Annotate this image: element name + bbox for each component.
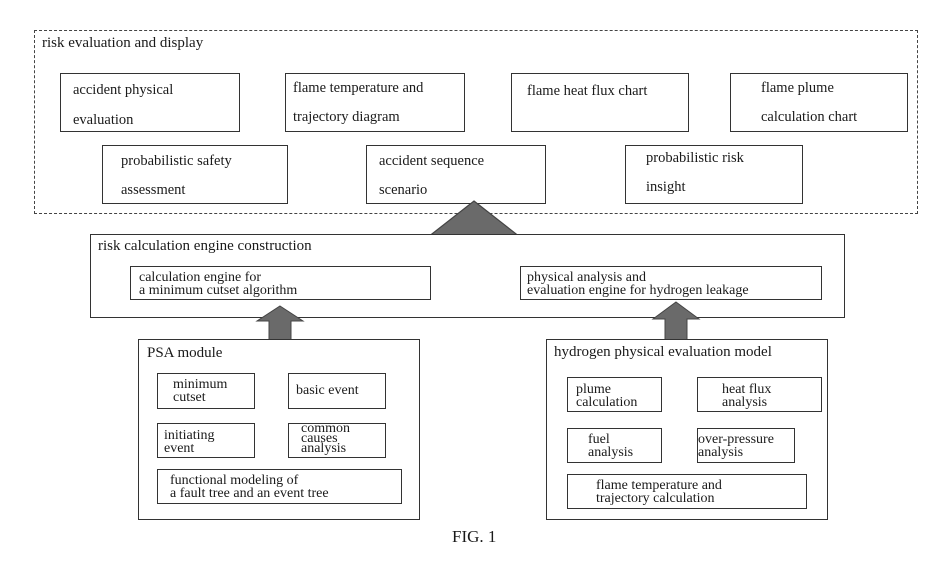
box-label-line1: probabilistic risk [646,146,744,171]
accident-sequence-scenario-box: accident sequence scenario [366,145,546,204]
risk-calculation-engine-title: risk calculation engine construction [98,238,312,255]
hydrogen-leakage-engine-box: physical analysis and evaluation engine … [520,266,822,300]
probabilistic-safety-assessment-box: probabilistic safety assessment [102,145,288,204]
box-label-line1: flame plume [761,76,834,101]
box-label-line2: event [164,442,194,455]
box-label-line2: trajectory diagram [293,105,400,130]
common-causes-analysis-box: common causes analysis [288,423,386,458]
up-arrow-right-icon [651,301,701,341]
box-label-line2: a fault tree and an event tree [170,487,329,500]
up-arrow-left-icon [255,305,305,341]
box-label-line3: analysis [301,444,346,454]
flame-temperature-trajectory-calculation-box: flame temperature and trajectory calcula… [567,474,807,509]
initiating-event-box: initiating event [157,423,255,458]
basic-event-box: basic event [288,373,386,409]
over-pressure-analysis-box: over-pressure analysis [697,428,795,463]
psa-module-title: PSA module [147,345,222,362]
box-label-line1: flame temperature and [293,76,423,101]
fault-tree-event-tree-box: functional modeling of a fault tree and … [157,469,402,504]
box-label-line2: calculation chart [761,105,857,130]
box-label-line1: basic event [296,384,359,397]
box-label-line2: scenario [379,178,427,203]
box-label-line2: evaluation [73,108,133,133]
minimum-cutset-box: minimum cutset [157,373,255,409]
flame-plume-calculation-chart-box: flame plume calculation chart [730,73,908,132]
box-label-line2: analysis [698,446,743,459]
box-label-line2: cutset [173,391,206,404]
box-label-line2: trajectory calculation [596,492,715,505]
box-label-line2: a minimum cutset algorithm [139,284,297,297]
box-label-line2: assessment [121,178,185,203]
accident-physical-evaluation-box: accident physical evaluation [60,73,240,132]
figure-caption: FIG. 1 [452,527,496,547]
box-label-line1: flame heat flux chart [527,79,647,104]
box-label-line2: analysis [722,396,767,409]
risk-evaluation-display-title: risk evaluation and display [42,35,203,52]
minimum-cutset-engine-box: calculation engine for a minimum cutset … [130,266,431,300]
box-label-line2: calculation [576,396,637,409]
hydrogen-physical-evaluation-title: hydrogen physical evaluation model [554,344,772,361]
heat-flux-analysis-box: heat flux analysis [697,377,822,412]
box-label-line1: accident sequence [379,149,484,174]
box-label-line2: insight [646,175,685,200]
fuel-analysis-box: fuel analysis [567,428,662,463]
box-label-line1: probabilistic safety [121,149,232,174]
box-label-line2: evaluation engine for hydrogen leakage [527,284,749,297]
flame-heat-flux-chart-box: flame heat flux chart [511,73,689,132]
probabilistic-risk-insight-box: probabilistic risk insight [625,145,803,204]
box-label-line1: accident physical [73,78,173,103]
box-label-line2: analysis [588,446,633,459]
plume-calculation-box: plume calculation [567,377,662,412]
flame-temperature-trajectory-box: flame temperature and trajectory diagram [285,73,465,132]
